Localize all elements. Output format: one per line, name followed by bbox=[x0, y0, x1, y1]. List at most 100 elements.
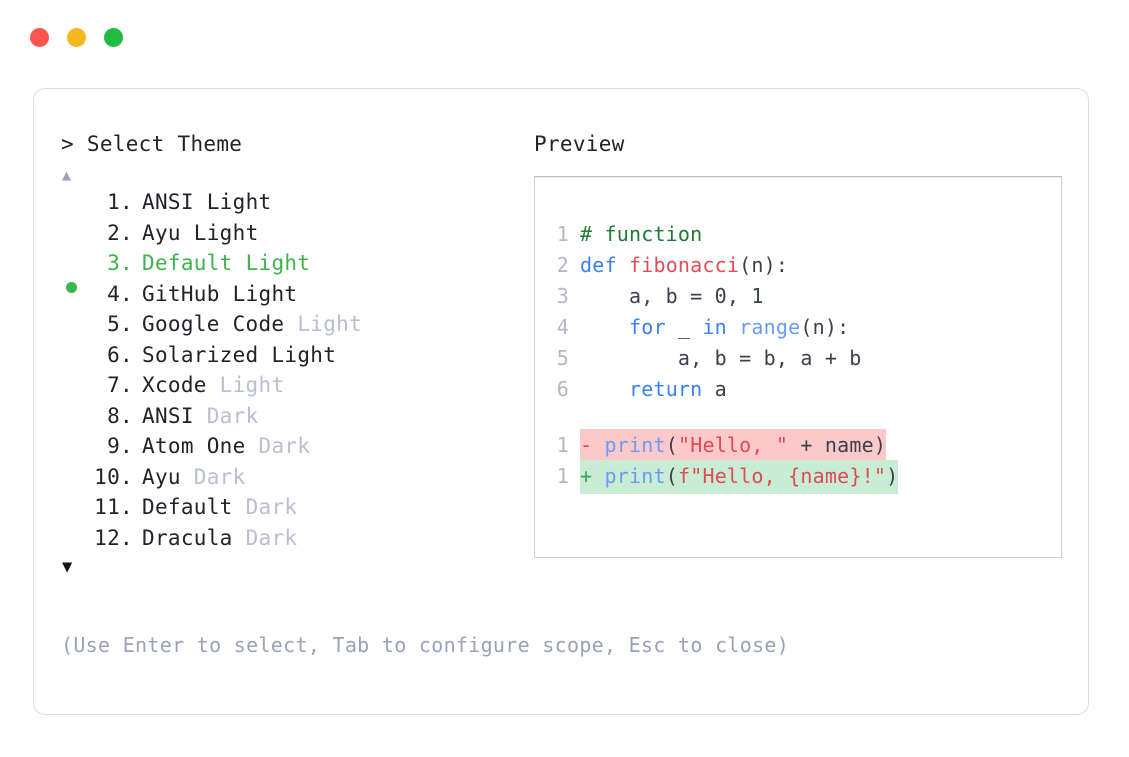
theme-item-name: ANSI bbox=[142, 403, 194, 428]
theme-item-variant: Dark bbox=[258, 434, 311, 458]
diff-line-number: 1 bbox=[556, 464, 569, 488]
theme-item-variant: Light bbox=[232, 281, 298, 306]
scroll-up-icon[interactable]: ▲ bbox=[62, 166, 72, 184]
theme-item-number: 1. bbox=[107, 190, 133, 214]
code-token: for bbox=[628, 315, 666, 339]
theme-item-name: Ayu bbox=[142, 464, 181, 489]
code-line-number: 4 bbox=[556, 315, 569, 339]
code-token: in bbox=[702, 315, 727, 339]
prompt-caret-icon: > bbox=[61, 132, 74, 156]
theme-list-item[interactable]: 5.Google Code Light bbox=[61, 309, 511, 340]
spacer bbox=[233, 523, 246, 554]
spacer bbox=[220, 279, 233, 310]
diff-line-minus: 1- print("Hello, " + name) bbox=[552, 429, 1055, 463]
theme-item-number: 9. bbox=[107, 434, 133, 458]
code-token: (n): bbox=[800, 315, 850, 339]
spacer bbox=[246, 431, 259, 462]
spacer bbox=[592, 464, 604, 488]
diff-line-plus: 1 + print(f"Hello, {name}!") bbox=[552, 460, 1055, 494]
theme-item-name: Default bbox=[142, 495, 233, 519]
code-token: # function bbox=[580, 222, 703, 246]
code-token: def bbox=[580, 253, 629, 277]
theme-item-name: Solarized bbox=[142, 342, 259, 367]
code-token: range bbox=[739, 315, 801, 339]
spacer bbox=[181, 462, 194, 493]
code-line-number: 5 bbox=[556, 346, 569, 370]
theme-list-item[interactable]: 8. ANSI Dark bbox=[61, 401, 511, 432]
theme-list-item[interactable]: 10.Ayu Dark bbox=[61, 462, 511, 493]
maximize-button[interactable] bbox=[104, 28, 123, 47]
code-line-number: 2 bbox=[556, 253, 569, 277]
theme-item-name: Default bbox=[142, 251, 233, 275]
theme-item-variant: Light bbox=[245, 251, 311, 275]
theme-item-variant: Light bbox=[219, 373, 285, 397]
theme-item-number: 2. bbox=[107, 220, 133, 245]
theme-list-item[interactable]: 11.Default Dark bbox=[61, 492, 511, 523]
theme-item-number: 12. bbox=[94, 525, 133, 550]
spacer bbox=[194, 187, 207, 218]
theme-list-item[interactable]: 3.Default Light bbox=[61, 248, 511, 293]
theme-list-item[interactable]: 12.Dracula Dark bbox=[61, 523, 511, 554]
code-line: 1 # function bbox=[552, 219, 1055, 250]
theme-list-item[interactable]: 1.ANSI Light bbox=[61, 187, 511, 218]
keyboard-hint: (Use Enter to select, Tab to configure s… bbox=[61, 633, 790, 657]
code-token: a, b = b, a + b bbox=[580, 346, 862, 370]
spacer bbox=[194, 401, 207, 432]
code-blank-line bbox=[552, 405, 1055, 429]
code-token: _ bbox=[665, 315, 703, 339]
theme-item-variant: Light bbox=[297, 312, 363, 336]
diff-marker: - bbox=[580, 433, 593, 457]
spacer bbox=[233, 492, 246, 523]
theme-item-variant: Dark bbox=[206, 403, 259, 428]
page-title: Select Theme bbox=[86, 132, 243, 156]
code-line-number: 6 bbox=[556, 377, 569, 401]
prompt-line: > Select Theme bbox=[61, 131, 511, 157]
code-token: + name) bbox=[788, 433, 887, 457]
code-line-text: return a bbox=[580, 374, 727, 405]
theme-list-item[interactable]: 6.Solarized Light bbox=[61, 340, 511, 371]
code-token: ) bbox=[886, 464, 899, 488]
scroll-down-icon[interactable]: ▼ bbox=[62, 557, 73, 577]
spacer bbox=[207, 370, 220, 401]
code-token: print bbox=[604, 433, 666, 457]
theme-list-item[interactable]: 2.Ayu Light bbox=[61, 218, 511, 249]
theme-list-item[interactable]: 4.GitHub Light bbox=[61, 279, 511, 310]
theme-item-number: 7. bbox=[107, 373, 133, 397]
theme-list-item[interactable]: 9. Atom One Dark bbox=[61, 431, 511, 462]
minimize-button[interactable] bbox=[67, 28, 86, 47]
code-token bbox=[727, 315, 739, 339]
close-button[interactable] bbox=[30, 28, 49, 47]
code-line: 4 for _ in range(n): bbox=[552, 312, 1055, 343]
theme-item-number: 8. bbox=[107, 403, 133, 428]
code-token: "Hello, " bbox=[677, 433, 789, 457]
theme-list-item[interactable]: 7.Xcode Light bbox=[61, 370, 511, 401]
code-token bbox=[580, 377, 629, 401]
code-token: a, b = 0, 1 bbox=[580, 284, 764, 308]
code-token: a bbox=[702, 377, 727, 401]
theme-item-number: 4. bbox=[107, 281, 133, 306]
code-line-text: for _ in range(n): bbox=[580, 312, 849, 343]
code-token: return bbox=[628, 377, 703, 401]
theme-item-number: 11. bbox=[94, 495, 133, 519]
theme-item-number: 10. bbox=[94, 464, 133, 489]
spacer bbox=[284, 309, 297, 340]
theme-item-name: ANSI bbox=[142, 190, 194, 214]
code-line-text: a, b = b, a + b bbox=[580, 343, 862, 374]
theme-item-number: 6. bbox=[107, 342, 133, 367]
spacer bbox=[181, 218, 194, 249]
theme-item-variant: Light bbox=[193, 220, 259, 245]
diff-line-text: + print(f"Hello, {name}!") bbox=[580, 460, 899, 494]
code-token: ( bbox=[665, 433, 678, 457]
window-titlebar bbox=[30, 28, 123, 47]
selected-dot-icon bbox=[66, 282, 77, 293]
diff-marker: + bbox=[580, 464, 593, 488]
theme-item-name: Atom One bbox=[142, 434, 246, 458]
code-line-text: a, b = 0, 1 bbox=[580, 281, 764, 312]
code-token: fibonacci bbox=[628, 253, 740, 277]
code-line-number: 1 bbox=[556, 222, 569, 246]
